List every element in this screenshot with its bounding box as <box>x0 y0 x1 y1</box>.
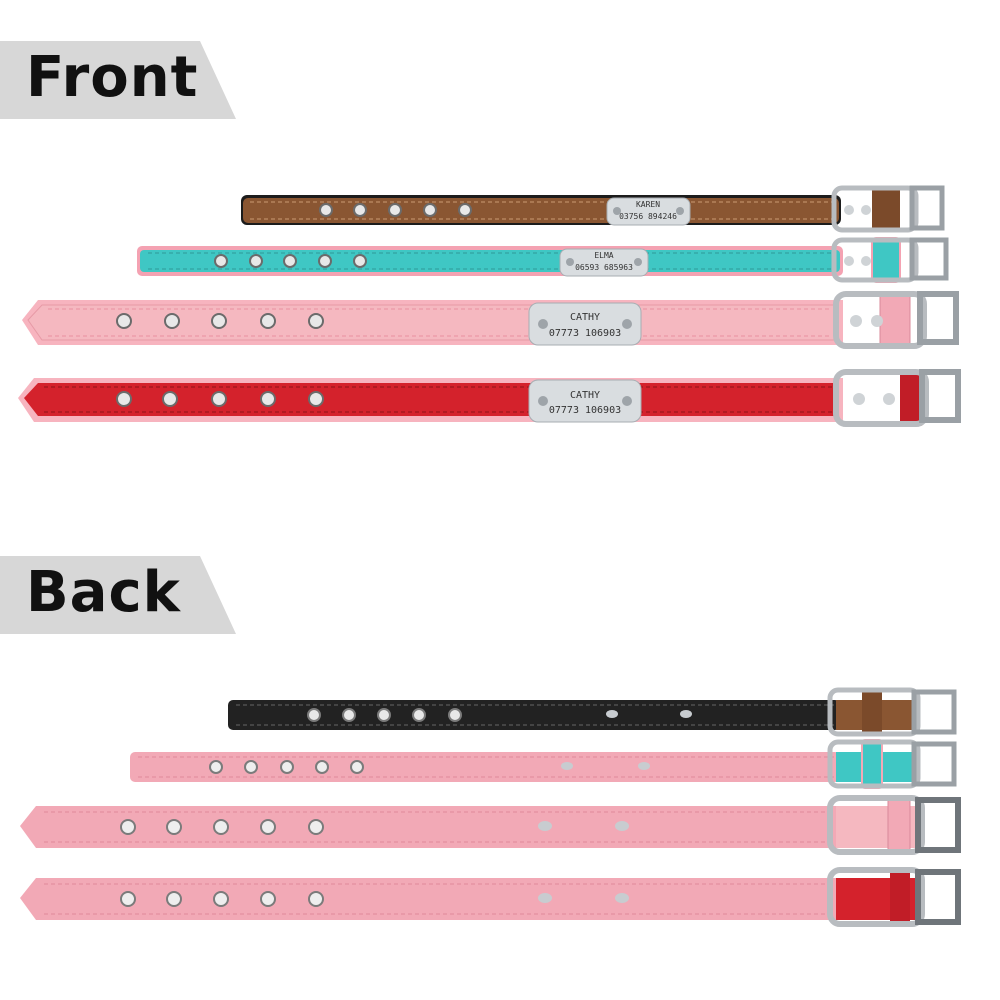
plate-phone: 07773 106903 <box>549 328 621 339</box>
collar-keeper <box>900 370 924 426</box>
back-collar-pink-red <box>20 867 961 927</box>
buckle <box>827 867 925 927</box>
plate-name: ELMA <box>594 251 613 260</box>
name-plate: ELMA 06593 685963 <box>559 248 649 277</box>
front-collar-brown: KAREN 03756 894246 <box>241 185 945 233</box>
collar-keeper <box>871 237 901 283</box>
plate-name: CATHY <box>570 390 600 401</box>
collar-keeper <box>861 739 883 789</box>
name-plate: CATHY 07773 106903 <box>528 302 642 346</box>
plate-phone: 06593 685963 <box>575 263 633 272</box>
buckle <box>827 795 925 855</box>
collar-strap <box>130 752 840 782</box>
front-label-text: Front <box>26 45 199 110</box>
collar-strap <box>140 250 840 272</box>
plate-phone: 07773 106903 <box>549 405 621 416</box>
buckle <box>833 369 929 427</box>
plate-name: CATHY <box>570 312 600 323</box>
buckle <box>831 185 919 233</box>
plate-phone: 03756 894246 <box>619 212 677 221</box>
collar-keeper <box>872 186 900 232</box>
front-collar-light-pink: CATHY 07773 106903 <box>22 291 959 349</box>
back-collar-black <box>228 687 957 737</box>
name-plate: CATHY 07773 106903 <box>528 379 642 423</box>
buckle <box>831 237 919 283</box>
collar-strap <box>20 878 840 920</box>
back-section-label: Back <box>0 556 236 634</box>
buckle <box>833 291 927 349</box>
collar-strap <box>20 806 840 848</box>
collar-keeper <box>887 795 911 855</box>
collar-strap <box>24 383 838 416</box>
collar-keeper <box>862 688 882 736</box>
back-collar-pink-small <box>130 739 957 789</box>
name-plate: KAREN 03756 894246 <box>606 197 691 226</box>
collar-keeper <box>879 291 911 349</box>
buckle <box>827 687 921 737</box>
front-section-label: Front <box>0 41 236 119</box>
collar-strap <box>27 304 839 341</box>
back-label-text: Back <box>26 560 181 625</box>
collar-keeper <box>890 868 910 926</box>
plate-name: KAREN <box>636 200 660 209</box>
buckle <box>827 739 921 789</box>
front-collar-teal: ELMA 06593 685963 <box>137 237 949 283</box>
back-collar-pink-large <box>20 795 961 855</box>
front-collar-red: CATHY 07773 106903 <box>18 369 961 427</box>
collar-strap <box>228 700 840 730</box>
